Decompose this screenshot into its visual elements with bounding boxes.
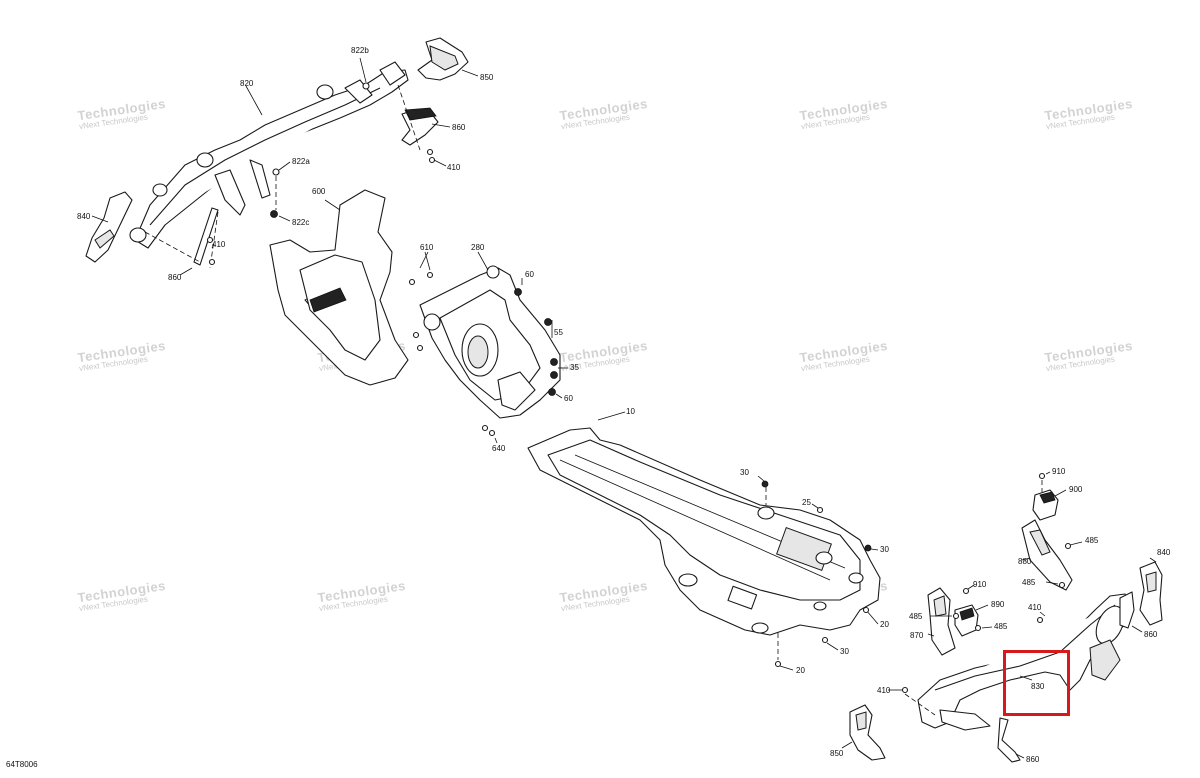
callout-610: 610 (420, 243, 434, 252)
callout-830: 830 (1031, 682, 1045, 691)
part-860-right-guards (888, 591, 1143, 763)
callout-822b: 822b (351, 46, 369, 55)
callout-640: 640 (492, 444, 506, 453)
callout-410: 410 (447, 163, 461, 172)
callout-410: 410 (877, 686, 891, 695)
callout-910: 910 (1052, 467, 1066, 476)
callout-850: 850 (830, 749, 844, 758)
part-840-right-bracket (1139, 557, 1163, 626)
part-nuts-60-55-35-640 (481, 278, 568, 444)
part-600-skid-plate (269, 189, 409, 386)
part-850-top-bracket (417, 37, 479, 81)
callout-30: 30 (740, 468, 749, 477)
callout-850: 850 (480, 73, 494, 82)
part-280-front-frame (419, 251, 561, 419)
part-900-bumper-mount (1032, 471, 1067, 521)
callout-840: 840 (1157, 548, 1171, 557)
callout-860: 860 (1144, 630, 1158, 639)
part-860-left-guard (144, 207, 219, 276)
callout-410: 410 (212, 240, 226, 249)
part-850-lower-bracket (841, 704, 886, 761)
callout-870: 870 (910, 631, 924, 640)
part-822-fasteners (270, 57, 370, 222)
callout-485: 485 (1085, 536, 1099, 545)
callout-20: 20 (880, 620, 889, 629)
part-840-left-bracket (85, 191, 133, 263)
part-860-top-bracket (397, 84, 451, 167)
callout-30: 30 (880, 545, 889, 554)
callout-10: 10 (626, 407, 635, 416)
callout-30: 30 (840, 647, 849, 656)
part-bolts-30-25-20 (757, 475, 879, 671)
callout-60: 60 (525, 270, 534, 279)
callout-880: 880 (1018, 557, 1032, 566)
callout-485: 485 (909, 612, 923, 621)
callout-280: 280 (471, 243, 485, 252)
callout-900: 900 (1069, 485, 1083, 494)
part-870-890-brackets (927, 584, 993, 656)
callout-822c: 822c (292, 218, 310, 227)
callout-600: 600 (312, 187, 326, 196)
part-10-main-plate (527, 411, 881, 636)
part-820-front-bumper (129, 61, 409, 249)
callout-60: 60 (564, 394, 573, 403)
selected-part-highlight (1003, 650, 1070, 716)
callout-410: 410 (1028, 603, 1042, 612)
callout-55: 55 (554, 328, 563, 337)
drawing-number: 64T8006 (6, 760, 38, 769)
callout-35: 35 (570, 363, 579, 372)
callout-890: 890 (991, 600, 1005, 609)
callout-25: 25 (802, 498, 811, 507)
callout-860: 860 (1026, 755, 1040, 764)
callout-822a: 822a (292, 157, 310, 166)
callout-820: 820 (240, 79, 254, 88)
callout-910: 910 (973, 580, 987, 589)
callout-860: 860 (452, 123, 466, 132)
callout-485: 485 (994, 622, 1008, 631)
part-880-right-bracket (1021, 519, 1083, 591)
callout-840: 840 (77, 212, 91, 221)
part-610-bolts (408, 251, 434, 352)
callout-485: 485 (1022, 578, 1036, 587)
callout-860: 860 (168, 273, 182, 282)
callout-20: 20 (796, 666, 805, 675)
